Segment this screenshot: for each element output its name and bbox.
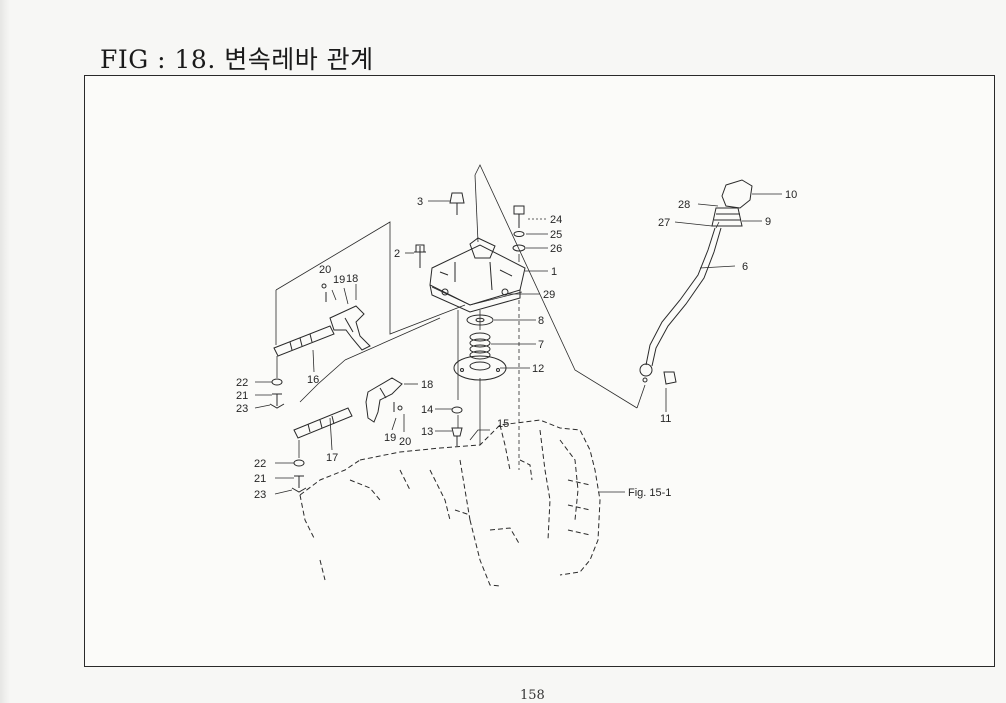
callout-27: 27: [658, 217, 670, 229]
callout-3: 3: [417, 196, 423, 208]
boot-plate-12: [453, 355, 507, 381]
washer-25: [513, 231, 525, 237]
scan-edge-shadow: [0, 0, 10, 703]
diagram-frame: [84, 75, 995, 667]
washer-22-lower: [293, 459, 305, 467]
reference-fig-15-1: Fig. 15-1: [628, 487, 671, 499]
leader-lines: [254, 193, 782, 495]
callout-21-lower: 21: [254, 473, 266, 485]
callout-labels: 1 2 3 6 7 8 9 10 11 12 13 14 15 16 17 18…: [236, 189, 797, 501]
callout-10: 10: [785, 189, 797, 201]
shift-cover: [429, 237, 526, 313]
callout-9: 9: [765, 216, 771, 228]
callout-11: 11: [660, 413, 671, 425]
callout-17: 17: [326, 452, 338, 464]
shift-fork-18-upper: [329, 305, 371, 351]
lever-boot-9: [711, 207, 743, 227]
callout-8: 8: [538, 315, 544, 327]
page-title: FIG : 18. 변속레바 관계: [100, 45, 374, 74]
gasket: [431, 286, 523, 306]
callout-19-upper: 19: [333, 274, 345, 286]
bolt-24: [513, 205, 525, 228]
pin-21-upper: [272, 393, 282, 406]
callout-26: 26: [550, 243, 562, 255]
bolt-2: [414, 244, 426, 268]
pin-13: [451, 427, 463, 446]
clip-23-upper: [269, 403, 285, 409]
callout-13: 13: [421, 426, 433, 438]
callout-2: 2: [394, 248, 400, 260]
callout-18-upper: 18: [346, 273, 358, 285]
callout-14: 14: [421, 404, 433, 416]
callout-20-lower: 20: [399, 436, 411, 448]
page-number: 158: [520, 688, 545, 703]
transmission-housing: [299, 419, 601, 587]
shift-lever-6: [639, 227, 722, 377]
callout-6: 6: [742, 261, 748, 273]
callout-24: 24: [550, 214, 562, 226]
callout-19-lower: 19: [384, 432, 396, 444]
ball-20-upper: [321, 283, 327, 289]
callout-29: 29: [543, 289, 555, 301]
spring-7: [469, 332, 491, 360]
assembly-lines: [275, 164, 720, 470]
bolt-3: [449, 192, 465, 215]
washer-22-upper: [271, 378, 283, 386]
callout-28: 28: [678, 199, 690, 211]
ball-20-lower: [397, 405, 403, 411]
callout-23-upper: 23: [236, 403, 248, 415]
callout-23-lower: 23: [254, 489, 266, 501]
callout-22-upper: 22: [236, 377, 248, 389]
clip-23-lower: [291, 487, 307, 493]
pin-11: [642, 371, 677, 385]
pin-21-lower: [294, 475, 304, 488]
callout-20-upper: 20: [319, 264, 331, 276]
washer-26: [512, 244, 526, 252]
shift-fork-18-lower: [365, 377, 403, 423]
shift-knob-10: [721, 179, 753, 209]
washer-14: [451, 406, 463, 414]
callout-1: 1: [551, 266, 557, 278]
callout-7: 7: [538, 339, 544, 351]
callout-25: 25: [550, 229, 562, 241]
callout-16: 16: [307, 374, 319, 386]
callout-22-lower: 22: [254, 458, 266, 470]
callout-18-lower: 18: [421, 379, 433, 391]
callout-21-upper: 21: [236, 390, 248, 402]
shift-rail-16: [273, 325, 335, 357]
callout-12: 12: [532, 363, 544, 375]
shift-rail-17: [293, 407, 353, 439]
callout-15: 15: [497, 418, 509, 430]
